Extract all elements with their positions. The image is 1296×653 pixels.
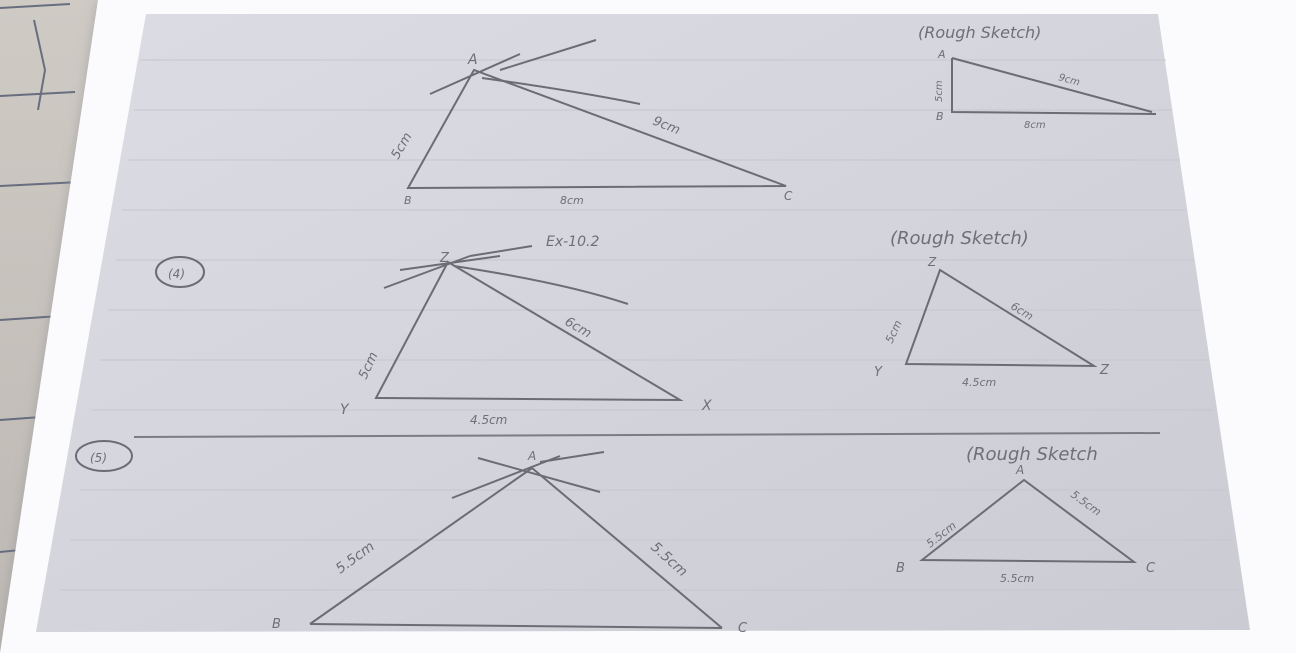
- construction-3-vertex-c: C: [738, 621, 748, 636]
- sketch-2-title: (Rough Sketch): [890, 228, 1029, 249]
- ruled-lines: [60, 59, 1240, 591]
- sketch-1-lines: [951, 57, 1157, 115]
- sketch-1-side-base: 8cm: [1024, 120, 1046, 131]
- sketch-1-side-left: 5cm: [934, 80, 945, 102]
- sketch-3-vertex-c: C: [1146, 561, 1156, 576]
- section-divider: [133, 432, 1161, 438]
- question-4-circle: [155, 256, 205, 288]
- construction-2-exercise-ref: Ex-10.2: [546, 234, 599, 250]
- sketch-3-vertex-b: B: [896, 561, 905, 576]
- sketch-2-side-base: 4.5cm: [962, 376, 996, 389]
- construction-1-lines: [406, 39, 787, 190]
- sketch-2-vertex-y: Y: [874, 365, 883, 380]
- sketch-2-vertex-z: Z: [927, 255, 937, 269]
- question-5-number: (5): [90, 451, 107, 465]
- sketch-3-vertex-a: A: [1015, 463, 1024, 477]
- paper-sheet: [36, 14, 1250, 632]
- sketch-3-title: (Rough Sketch: [966, 444, 1098, 465]
- sketch-3-lines: [919, 478, 1138, 564]
- question-4-number: (4): [168, 267, 185, 281]
- construction-2-vertex-z: Z: [439, 251, 450, 266]
- sketch-3-side-bc: 5.5cm: [1000, 572, 1034, 585]
- construction-1-vertex-b: B: [404, 194, 412, 207]
- construction-3-lines: [309, 451, 723, 629]
- construction-2-vertex-x: X: [701, 398, 712, 414]
- construction-2-lines: [374, 245, 684, 402]
- sketch-2-lines: [904, 268, 1098, 368]
- construction-1-vertex-c: C: [784, 189, 793, 203]
- sketch-1-vertex-a: A: [937, 48, 946, 61]
- construction-2-side-yx: 4.5cm: [470, 413, 507, 427]
- question-5-circle: [75, 440, 133, 472]
- sketch-1-side-hyp: 9cm: [1057, 72, 1081, 88]
- construction-2-vertex-y: Y: [340, 402, 350, 418]
- construction-3-vertex-a: A: [527, 449, 536, 463]
- construction-1-side-bc: 8cm: [560, 194, 584, 207]
- sketch-2-vertex-x: Z: [1099, 363, 1110, 378]
- construction-1-vertex-a: A: [467, 52, 478, 68]
- construction-3-vertex-b: B: [272, 617, 281, 632]
- sketch-1-title: (Rough Sketch): [918, 23, 1041, 42]
- sketch-1-vertex-b: B: [936, 110, 944, 123]
